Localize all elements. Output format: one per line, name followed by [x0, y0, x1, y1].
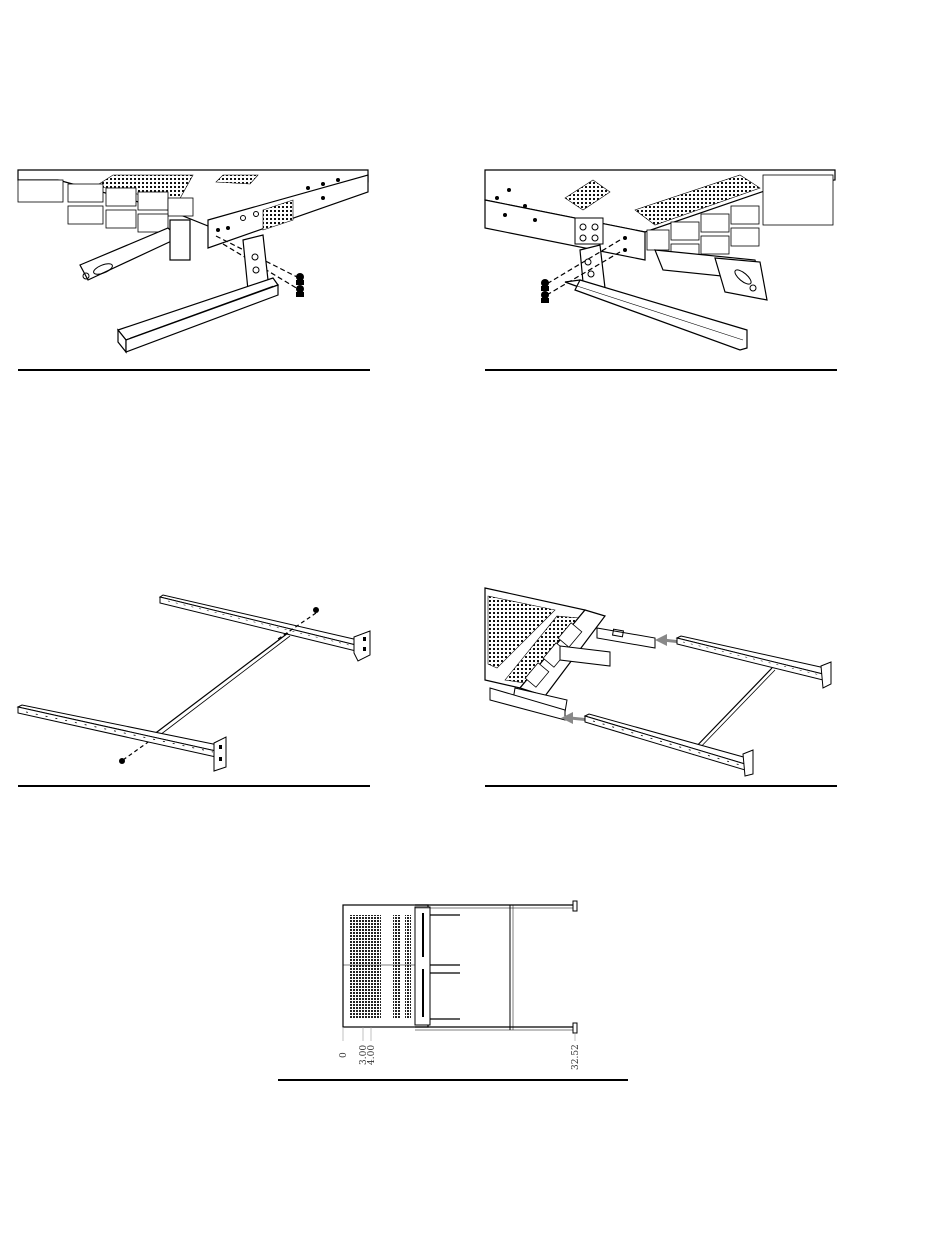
- figure-4-rule: [485, 785, 837, 787]
- figure-2-drawing: [485, 170, 837, 360]
- dimension-label-zero: 0: [339, 1052, 349, 1058]
- figure-1-rule: [18, 369, 370, 371]
- upper-rail-ear: [354, 631, 370, 661]
- lower-rail-ear: [743, 750, 753, 776]
- vent-strip: [405, 915, 411, 1019]
- figure-5-top-view-dimensions: 0 3.00 4.00 32.52: [335, 893, 585, 1073]
- upper-rail-ear: [573, 901, 577, 911]
- upper-rail: [677, 636, 825, 674]
- figure-1-rear-bracket-left: [18, 170, 370, 360]
- rail-bracket-top: [118, 278, 278, 340]
- figure-4-drawing: [485, 588, 837, 778]
- figure-5-rule: [278, 1079, 628, 1081]
- tie-bar: [690, 668, 772, 753]
- figure-5-drawing: 0 3.00 4.00 32.52: [335, 893, 585, 1073]
- top-blank-area: [0, 0, 950, 160]
- dimension-label-d3: 32.52: [571, 1044, 581, 1070]
- screw-icon: [541, 279, 549, 291]
- figure-1-drawing: [18, 170, 370, 360]
- figure-3-rail-assembly: [18, 595, 370, 775]
- handle-arm: [80, 228, 178, 280]
- figure-3-drawing: [18, 595, 370, 775]
- screw-icon: [313, 607, 319, 613]
- handle-mount: [170, 220, 190, 260]
- lower-rail: [585, 714, 747, 764]
- figure-2-rear-bracket-right: [485, 170, 837, 360]
- dimension-label-d2: 4.00: [367, 1045, 377, 1065]
- figure-4-rail-insertion: [485, 588, 837, 778]
- rail-bracket-side: [126, 285, 278, 352]
- rail-bracket-side: [575, 280, 747, 350]
- lower-rail: [18, 705, 218, 751]
- lower-rail-ear: [214, 737, 226, 771]
- lower-rail-ear: [573, 1023, 577, 1033]
- upper-rail-ear: [821, 662, 831, 688]
- screw-icon: [296, 273, 304, 285]
- tie-bar: [153, 633, 288, 735]
- chassis-stub-upper: [597, 628, 655, 648]
- figure-3-rule: [18, 785, 370, 787]
- screw-icon: [119, 758, 125, 764]
- figure-2-rule: [485, 369, 837, 371]
- screw-icon: [541, 291, 549, 303]
- screw-icon: [296, 285, 304, 297]
- upper-rail: [160, 595, 358, 645]
- vent-grille: [349, 915, 381, 1019]
- vent-strip: [393, 915, 401, 1019]
